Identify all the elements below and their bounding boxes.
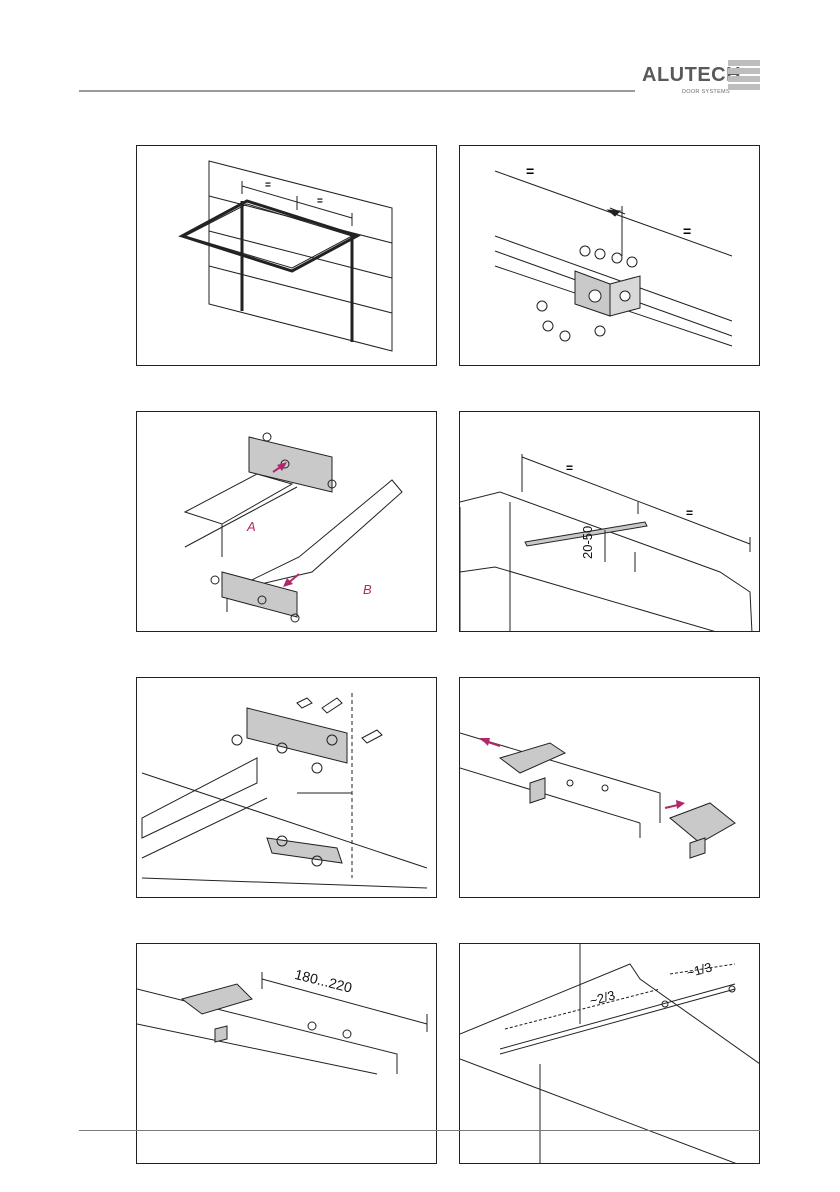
- dim-equal-right: =: [317, 196, 323, 207]
- rail-label-b: B: [363, 582, 372, 597]
- wall-anchor-illustration: [137, 678, 437, 898]
- frame-overview-illustration: = =: [137, 146, 437, 366]
- dim-offset-range: 20-50: [580, 526, 595, 559]
- center-offset-illustration: = =: [460, 412, 760, 632]
- rail-proportion-illustration: [460, 944, 760, 1164]
- brand-logo: ALUTECH DOOR SYSTEMS: [640, 58, 766, 98]
- connector-distance-illustration: [137, 944, 437, 1164]
- bracket-mount-illustration: = =: [460, 146, 760, 366]
- logo-wordmark: ALUTECH: [642, 64, 741, 87]
- panel-cross-connector: [459, 677, 760, 898]
- dim-equal-left: =: [265, 180, 271, 191]
- cross-connector-illustration: [460, 678, 760, 898]
- rail-connection-illustration: [137, 412, 437, 632]
- dim-equal-1: =: [566, 461, 573, 475]
- logo-subtitle: DOOR SYSTEMS: [682, 89, 730, 95]
- panel-rail-connection: A B: [136, 411, 437, 632]
- dim-equal-top: =: [526, 163, 534, 179]
- header-rule: [79, 90, 635, 92]
- dim-equal-bottom: =: [683, 223, 691, 239]
- panel-center-offset: = = 20-50: [459, 411, 760, 632]
- logo-bars-icon: [728, 60, 760, 96]
- panel-frame-overview: = =: [136, 145, 437, 366]
- dim-equal-2: =: [686, 506, 693, 520]
- footer-rule: [79, 1130, 760, 1131]
- rail-label-a: A: [247, 519, 256, 534]
- panel-bracket-mount: = =: [459, 145, 760, 366]
- panel-wall-anchor: [136, 677, 437, 898]
